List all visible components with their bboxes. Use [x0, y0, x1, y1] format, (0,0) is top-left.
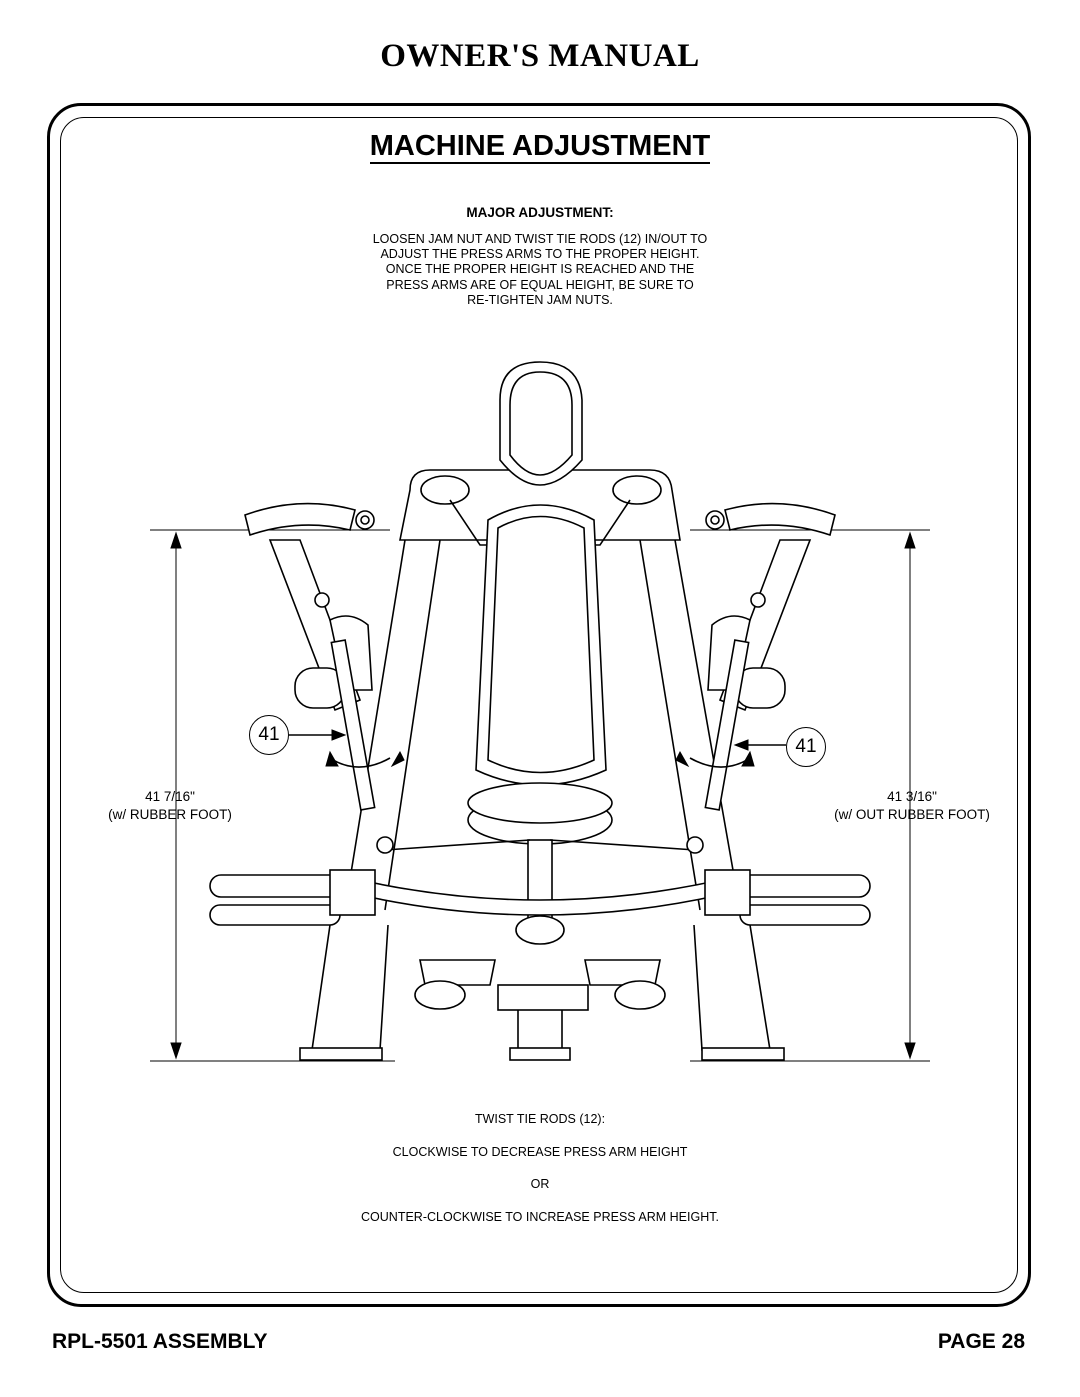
section-title: MACHINE ADJUSTMENT [0, 130, 1080, 164]
page-frame-outer [47, 103, 1031, 1307]
back-pad [475, 504, 607, 786]
machine-diagram [150, 361, 930, 1062]
right-press-arm [705, 502, 836, 712]
counter-clockwise-note: COUNTER-CLOCKWISE TO INCREASE PRESS ARM … [361, 1210, 719, 1224]
right-tie-rod [675, 592, 766, 854]
dimension-right-value: 41 3/16" [887, 789, 937, 804]
adjustment-instructions: LOOSEN JAM NUT AND TWIST TIE RODS (12) I… [290, 232, 790, 308]
left-tie-rod [314, 592, 405, 854]
instruction-line: ONCE THE PROPER HEIGHT IS REACHED AND TH… [385, 262, 695, 277]
instruction-line: ADJUST THE PRESS ARMS TO THE PROPER HEIG… [380, 247, 700, 262]
dimension-left-note: (w/ RUBBER FOOT) [108, 807, 232, 822]
cross-frame [209, 839, 871, 926]
major-adjustment-heading: MAJOR ADJUSTMENT: [466, 205, 614, 220]
clockwise-note: CLOCKWISE TO DECREASE PRESS ARM HEIGHT [392, 1145, 688, 1159]
machine-base [299, 924, 785, 1061]
dimension-lines [150, 529, 930, 1062]
page-number: PAGE 28 [937, 1330, 1025, 1353]
tie-rod-note-heading: TWIST TIE RODS (12): [474, 1112, 606, 1126]
instruction-line: RE-TIGHTEN JAM NUTS. [467, 292, 613, 307]
dimension-right-label: 41 3/16" (w/ OUT RUBBER FOOT) [802, 788, 1022, 824]
head-pad [499, 361, 583, 486]
instruction-line: LOOSEN JAM NUT AND TWIST TIE RODS (12) I… [372, 232, 708, 246]
dimension-right-note: (w/ OUT RUBBER FOOT) [834, 807, 990, 822]
callout-leaders [289, 729, 786, 751]
instruction-line: PRESS ARMS ARE OF EQUAL HEIGHT, BE SURE … [386, 277, 694, 292]
part-callout-41-right: 41 [786, 727, 826, 767]
assembly-label: RPL-5501 ASSEMBLY [52, 1330, 268, 1353]
or-note: OR [530, 1177, 550, 1191]
section-title-text: MACHINE ADJUSTMENT [369, 130, 711, 164]
left-press-arm [244, 502, 375, 712]
page-frame-inner [60, 117, 1018, 1293]
seat [467, 782, 613, 945]
dimension-left-value: 41 7/16" [145, 789, 195, 804]
foot-plates [414, 959, 666, 1010]
part-callout-41-left: 41 [249, 715, 289, 755]
manual-title: OWNER'S MANUAL [380, 38, 700, 74]
dimension-left-label: 41 7/16" (w/ RUBBER FOOT) [70, 788, 270, 824]
